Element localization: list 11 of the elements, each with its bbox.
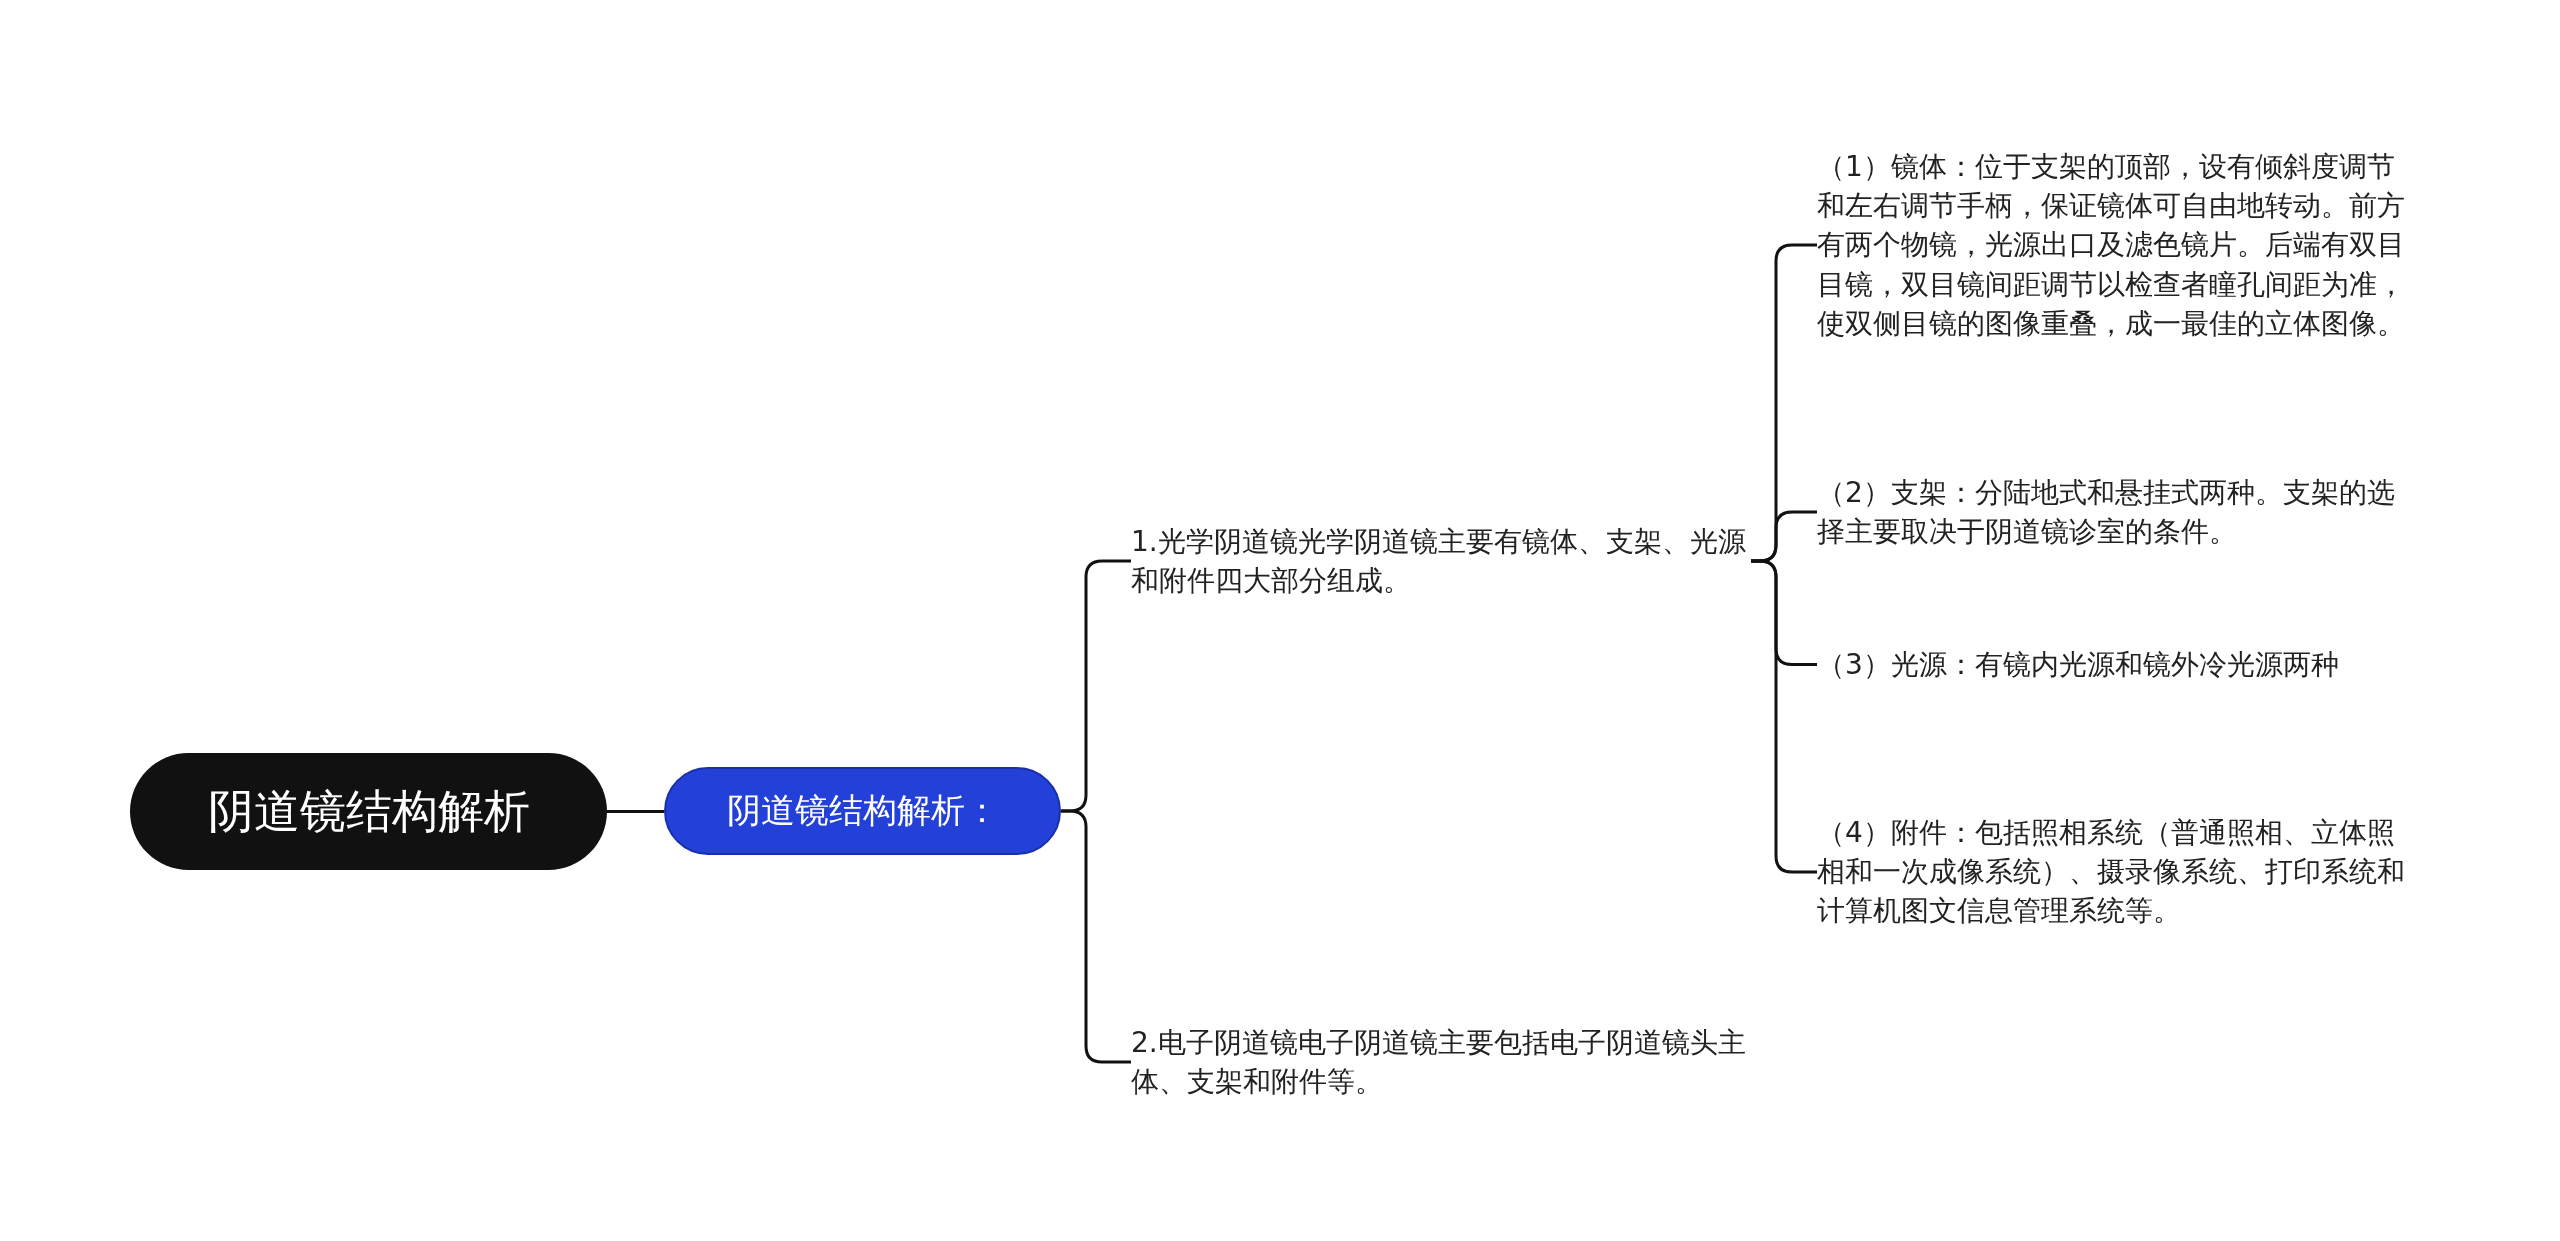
topic-text: 2.电子阴道镜电子阴道镜主要包括电子阴道镜头主体、支架和附件等。 (1131, 1023, 1751, 1102)
root-topic-pill: 阴道镜结构解析 (130, 753, 607, 870)
topic-text: （1）镜体：位于支架的顶部，设有倾斜度调节和左右调节手柄，保证镜体可自由地转动。前方有两个物镜，光源出口及滤色镜片。后端有双目目镜，双目镜间距调节以检查者瞳孔间距为准，使双侧目镜的图像重叠，成一最佳的立体图像。 (1817, 147, 2407, 343)
topic-text: 1.光学阴道镜光学阴道镜主要有镜体、支架、光源和附件四大部分组成。 (1131, 522, 1751, 601)
main-topic-pill: 阴道镜结构解析： (664, 767, 1061, 855)
connector-line (1751, 559, 1817, 874)
connector-line (607, 810, 664, 813)
topic-text: （4）附件：包括照相系统（普通照相、立体照相和一次成像系统）、摄录像系统、打印系统和计算机图文信息管理系统等。 (1817, 813, 2407, 931)
topic-text: （2）支架：分陆地式和悬挂式两种。支架的选择主要取决于阴道镜诊室的条件。 (1817, 473, 2407, 552)
connector-line (1061, 809, 1131, 1064)
topic-text: （3）光源：有镜内光源和镜外冷光源两种 (1817, 645, 2407, 685)
